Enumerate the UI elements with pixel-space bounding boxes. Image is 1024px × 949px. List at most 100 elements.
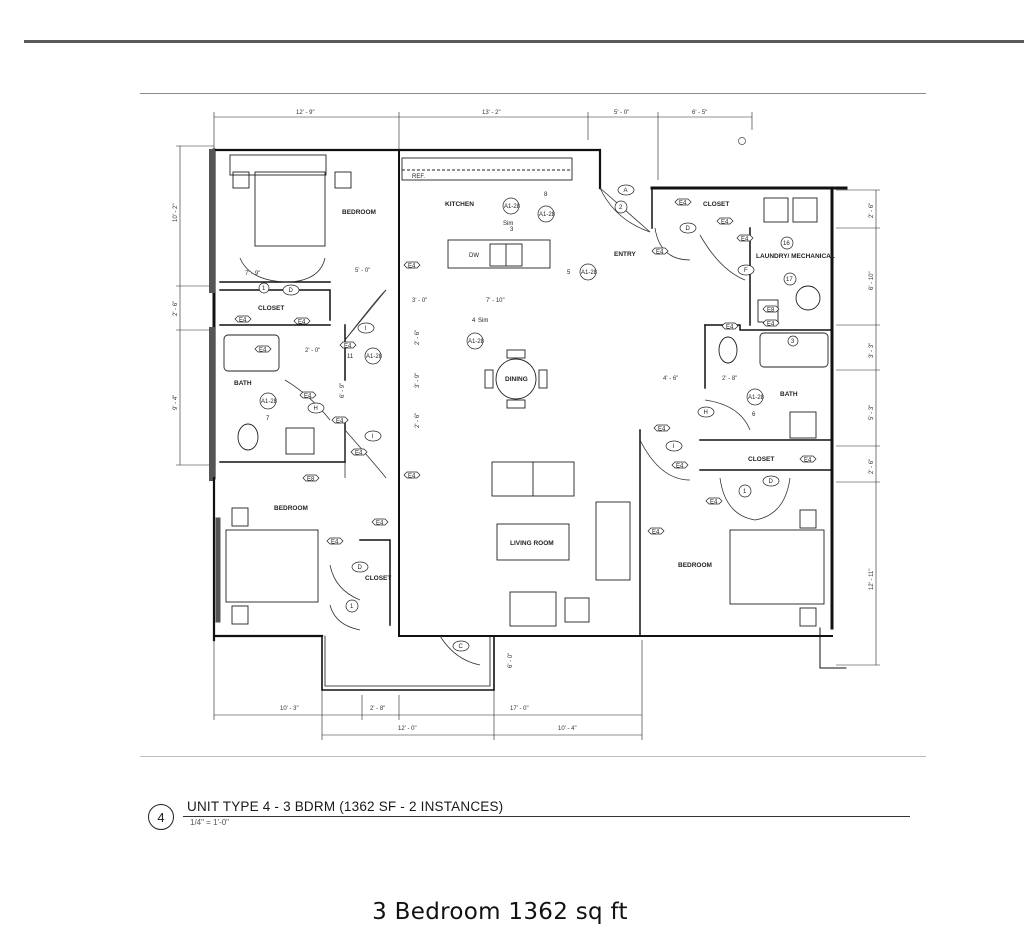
door-tag: D <box>762 475 780 487</box>
dim-top-3: 5' - 0" <box>614 110 629 116</box>
view-scale: 1/4" = 1'-0" <box>190 818 230 827</box>
dim-int-5: 2' - 0" <box>305 348 320 354</box>
number-tag-label: 1 <box>350 604 354 610</box>
wall-tag: E4 <box>674 198 692 207</box>
wall-tag-label: E4 <box>679 201 687 207</box>
dim-right-4: 5' - 3" <box>869 405 875 420</box>
door-tags: D I I H D C A D F H I D <box>282 184 780 652</box>
wall-tag-label: E4 <box>344 344 352 350</box>
room-bedroom-se: BEDROOM <box>678 562 712 569</box>
drawing-frame-top <box>140 93 926 94</box>
elevation-marker-num: 3 <box>510 227 514 233</box>
wall-tag: E4 <box>653 424 671 433</box>
door-tag: D <box>282 284 300 296</box>
room-dw: DW <box>469 253 479 259</box>
dim-right-2: 6' - 10" <box>869 271 875 290</box>
wall-tag-label: E4 <box>804 458 812 464</box>
door-tag-label: I <box>673 444 675 450</box>
door-tag-label: F <box>744 268 748 274</box>
wall-tag: E4 <box>403 261 421 270</box>
dim-bottom-3: 17' - 0" <box>510 706 529 712</box>
number-tag-label: 1 <box>743 489 747 495</box>
dim-int-2: 5' - 0" <box>355 268 370 274</box>
wall-tag-label: E4 <box>721 220 729 226</box>
dimension-labels: 12' - 9" 13' - 2" 5' - 0" 6' - 5" 10' - … <box>173 110 875 732</box>
wall-tag: E4 <box>293 317 311 326</box>
number-tag-label: 16 <box>783 241 790 247</box>
room-closet-sw: CLOSET <box>365 575 391 582</box>
elevation-marker-num: 6 <box>752 412 756 418</box>
dim-int-8: 2' - 8" <box>722 376 737 382</box>
wall-tag: E4 <box>326 537 344 546</box>
elevation-marker: A1-28 11 <box>347 347 383 365</box>
room-dining: DINING <box>505 376 528 383</box>
door-tag: F <box>737 264 755 276</box>
wall-tag: E4 <box>721 322 739 331</box>
dim-int-4: 7' - 10" <box>486 298 505 304</box>
door-tag: D <box>351 561 369 573</box>
number-tag: 1 <box>738 484 752 498</box>
elevation-marker-num: 4 <box>472 318 476 324</box>
dim-right-6: 12' - 11" <box>869 568 875 590</box>
elevation-marker-label: A1-28 <box>504 204 521 210</box>
top-rule <box>24 40 1024 43</box>
door-tag: I <box>665 440 683 452</box>
dim-top-2: 13' - 2" <box>482 110 501 116</box>
number-tag: 2 <box>614 200 628 214</box>
dim-int-7: 4' - 6" <box>663 376 678 382</box>
wall-tag: E4 <box>716 217 734 226</box>
elevation-marker-label: A1-28 <box>468 339 485 345</box>
wall-tag-label: E8 <box>307 477 315 483</box>
elevation-marker-num: 5 <box>567 270 571 276</box>
wall-tag-label: E8 <box>767 308 775 314</box>
door-tag-label: D <box>358 565 363 571</box>
number-tag-label: 2 <box>619 205 623 211</box>
room-bedroom-nw: BEDROOM <box>342 209 376 216</box>
room-closet-e: CLOSET <box>748 456 774 463</box>
number-tag: 3 <box>787 335 799 347</box>
elevation-marker-num: 8 <box>544 192 548 198</box>
elevation-marker: A1-28 8 <box>537 192 556 223</box>
elevation-marker-label: A1-28 <box>539 212 556 218</box>
room-closet-entry: CLOSET <box>703 201 729 208</box>
elevation-marker-sim: Sim <box>478 318 488 324</box>
number-tag-label: 1 <box>262 286 266 292</box>
wall-tag-label: E4 <box>741 237 749 243</box>
dim-int-11: 3' - 9" <box>415 373 421 388</box>
room-bath-e: BATH <box>780 391 798 398</box>
walls <box>209 148 848 691</box>
door-tag: I <box>357 322 375 334</box>
elevation-marker-num: 11 <box>347 354 354 360</box>
dimension-lines <box>176 112 880 740</box>
north-reference-marker <box>738 137 746 145</box>
elevation-marker-label: A1-28 <box>366 354 383 360</box>
elevation-marker: A1-287 <box>259 392 278 422</box>
number-tag: 1 <box>345 599 359 613</box>
room-bedroom-sw: BEDROOM <box>274 505 308 512</box>
wall-tag: E4 <box>403 471 421 480</box>
wall-tag-label: E4 <box>408 264 416 270</box>
wall-tag-label: E4 <box>767 322 775 328</box>
dim-bottom-1: 10' - 3" <box>280 706 299 712</box>
wall-tag-label: E4 <box>376 521 384 527</box>
number-tags: 1 1 2 1 16 17 3 <box>258 200 799 613</box>
number-tag: 16 <box>780 236 794 250</box>
wall-tag: E4 <box>647 527 665 536</box>
wall-tag-label: E4 <box>658 427 666 433</box>
wall-tag-label: E4 <box>710 500 718 506</box>
wall-tag: E4 <box>736 234 754 243</box>
dim-int-3: 3' - 0" <box>412 298 427 304</box>
dim-right-3: 3' - 3" <box>869 343 875 358</box>
dim-left-2: 2' - 6" <box>173 301 179 316</box>
room-living: LIVING ROOM <box>510 540 554 547</box>
dim-int-6: 6' - 9" <box>340 383 346 398</box>
wall-tag-label: E4 <box>652 530 660 536</box>
wall-tag: E4 <box>234 315 252 324</box>
dim-right-1: 2' - 6" <box>869 203 875 218</box>
wall-type-tags: E4 E4 E4 E4 E4 E4 E4 E4 E8 E4 E4 E4 E4 E… <box>234 198 817 546</box>
wall-tag: E4 <box>299 391 317 400</box>
room-kitchen: KITCHEN <box>445 201 474 208</box>
